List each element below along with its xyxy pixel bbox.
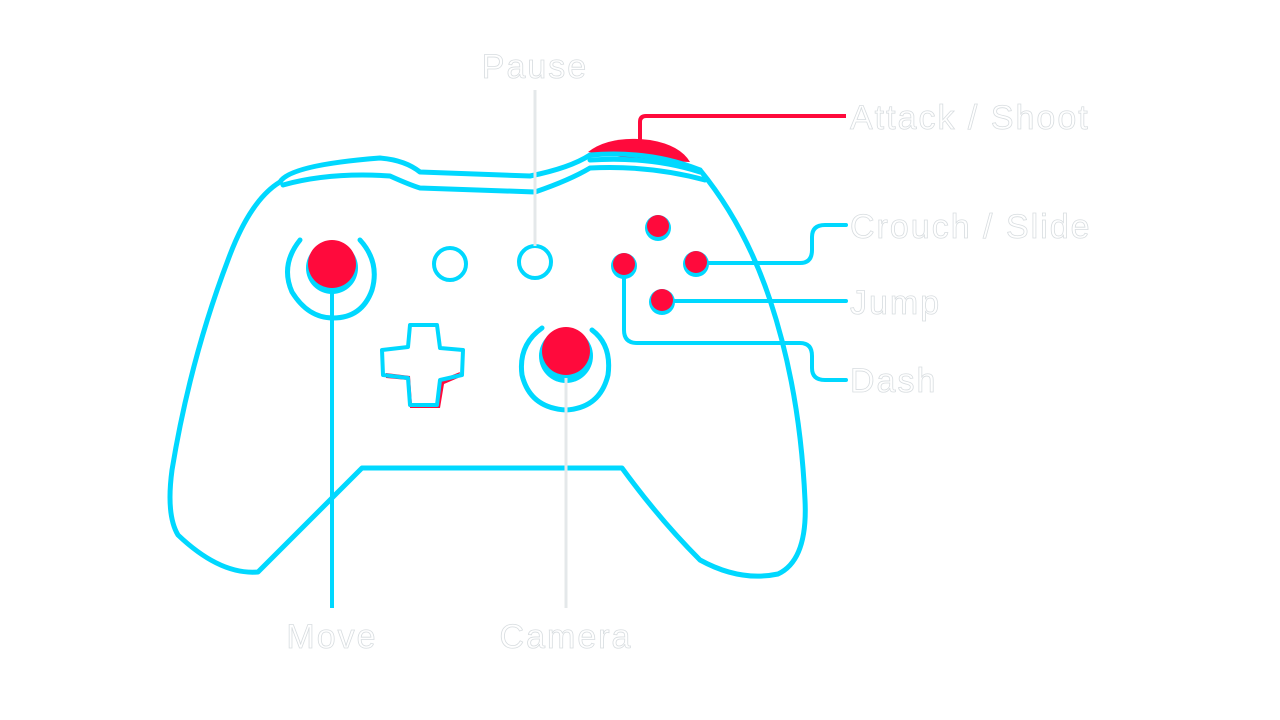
label-pause: Pause xyxy=(482,48,588,86)
top-ridge-outer xyxy=(277,151,703,185)
top-ridge-inner xyxy=(280,165,708,195)
label-attack-shoot: Attack / Shoot xyxy=(850,99,1090,137)
top-ridge-shade xyxy=(587,156,703,175)
label-crouch-slide: Crouch / Slide xyxy=(850,208,1092,246)
label-jump: Jump xyxy=(850,284,941,322)
dash-leader xyxy=(622,277,848,382)
label-dash: Dash xyxy=(850,362,937,400)
crouch-leader xyxy=(707,223,848,265)
label-move: Move xyxy=(286,618,377,656)
face-button-a[interactable] xyxy=(649,289,675,315)
pause-button[interactable] xyxy=(517,244,553,280)
view-button[interactable] xyxy=(432,246,468,282)
face-button-b[interactable] xyxy=(683,251,709,277)
face-button-y[interactable] xyxy=(645,215,671,241)
attack-leader xyxy=(638,114,846,140)
face-button-x[interactable] xyxy=(611,253,637,279)
controller-body-outline xyxy=(167,167,808,579)
dpad[interactable] xyxy=(380,323,465,407)
right-stick[interactable] xyxy=(542,327,590,375)
label-camera: Camera xyxy=(500,618,633,656)
right-bumper xyxy=(588,138,690,162)
left-stick[interactable] xyxy=(308,240,356,288)
